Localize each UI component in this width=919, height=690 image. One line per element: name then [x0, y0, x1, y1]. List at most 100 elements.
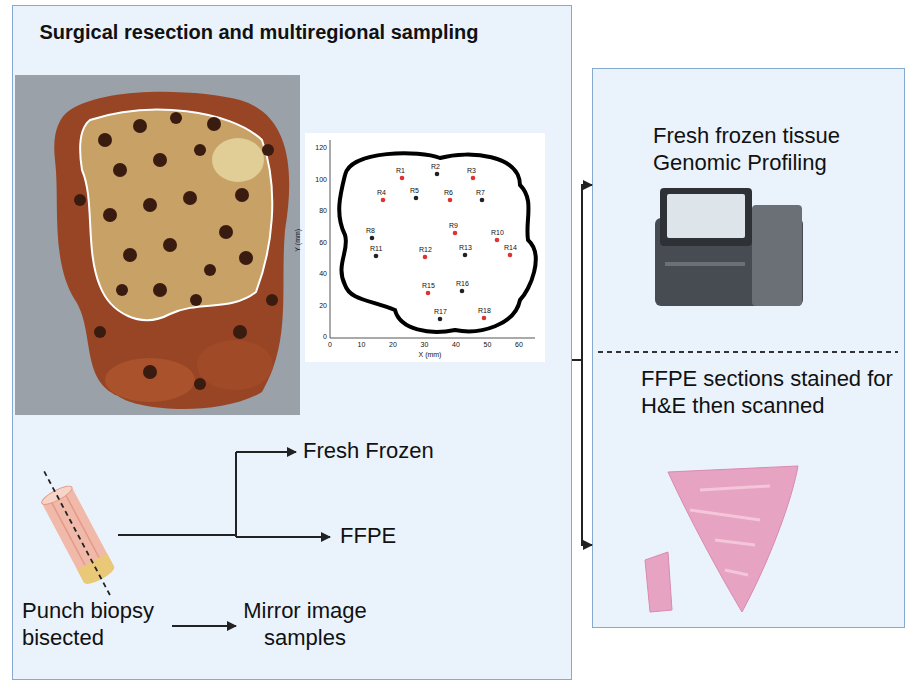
axis-tick: 20	[383, 341, 403, 350]
axis-tick: 30	[415, 341, 435, 350]
sample-dot	[448, 198, 453, 203]
sequencer-top	[660, 188, 752, 246]
sample-id: R1	[396, 167, 416, 176]
sample-id: R5	[410, 187, 430, 196]
axis-title: Y (mm)	[294, 220, 303, 260]
sample-dot	[374, 254, 379, 259]
axis-tick: 20	[311, 302, 327, 311]
sample-dot	[381, 198, 386, 203]
sample-dot	[482, 316, 487, 321]
specimen-nodule	[105, 358, 195, 402]
step-text: Fresh frozen tissue Genomic Profiling	[653, 123, 885, 177]
sequencer-screen	[667, 194, 745, 238]
tumor-region	[80, 110, 272, 320]
bracket-connector	[572, 185, 592, 360]
punch-hole	[74, 194, 86, 206]
core-body	[42, 487, 114, 582]
sample-id: R12	[419, 246, 439, 255]
punch-hole	[233, 325, 247, 339]
punch-hole	[204, 264, 216, 276]
sample-id: R13	[459, 244, 479, 253]
sample-id: R8	[366, 227, 386, 236]
photo-background	[15, 75, 300, 415]
sample-id: R4	[377, 189, 397, 198]
sample-id: R9	[449, 222, 469, 231]
core-bottom	[82, 562, 117, 587]
punch-hole	[153, 153, 167, 167]
axis-tick: 60	[509, 341, 529, 350]
punch-hole	[262, 144, 274, 156]
branch-label: FFPE	[340, 523, 430, 550]
sample-id: R11	[370, 245, 390, 254]
punch-hole	[183, 191, 197, 205]
axis-tick: 0	[320, 341, 340, 350]
he-tissue-section	[668, 466, 798, 612]
sample-dot	[435, 172, 440, 177]
sample-id: R14	[504, 244, 524, 253]
sequencer-side	[752, 205, 802, 306]
punch-hole	[207, 117, 221, 131]
branch-line	[118, 452, 236, 537]
sample-dot	[423, 255, 428, 260]
axis-title: X (mm)	[410, 351, 450, 360]
branch-arrow	[236, 451, 296, 453]
sample-dot	[495, 238, 500, 243]
punch-hole	[194, 144, 206, 156]
plot-background	[305, 133, 545, 362]
sample-id: R3	[467, 167, 487, 176]
sample-dot	[426, 291, 431, 296]
punch-hole	[143, 198, 157, 212]
specimen-nodule	[197, 340, 273, 390]
punch-hole	[239, 251, 253, 265]
branch-label: Fresh Frozen	[303, 438, 473, 465]
axis-tick: 10	[352, 341, 372, 350]
step-label: Punch biopsy bisected	[22, 598, 172, 652]
punch-hole	[133, 119, 147, 133]
sample-id: R18	[478, 307, 498, 316]
punch-hole	[163, 238, 177, 252]
sequencer-body	[655, 218, 803, 306]
sequencer-slot	[665, 262, 745, 266]
process-arrow	[172, 625, 236, 627]
punch-hole	[94, 326, 106, 338]
panel-heading: Surgical resection and multiregional sam…	[39, 20, 479, 44]
punch-hole	[219, 225, 233, 239]
axis-tick: 40	[446, 341, 466, 350]
step-text: FFPE sections stained for H&E then scann…	[641, 366, 903, 420]
he-tissue-fragment	[645, 552, 672, 612]
sample-dot	[508, 253, 513, 258]
punch-hole	[103, 208, 117, 222]
punch-hole	[123, 248, 137, 262]
punch-hole	[98, 133, 112, 147]
panel-box: Fresh frozen tissue Genomic ProfilingFFP…	[592, 68, 905, 628]
punch-hole	[190, 294, 202, 306]
core-top	[40, 483, 75, 508]
punch-hole	[116, 284, 128, 296]
punch-hole	[170, 112, 182, 124]
sample-dot	[438, 317, 443, 322]
sample-dot	[400, 176, 405, 181]
punch-hole	[235, 188, 249, 202]
punch-hole	[113, 163, 127, 177]
core-stripe	[50, 499, 85, 565]
bisect-line	[44, 471, 112, 598]
axis-tick: 50	[478, 341, 498, 350]
sample-dots	[370, 172, 513, 322]
sample-id: R16	[456, 280, 476, 289]
sample-dot	[370, 236, 375, 241]
punch-biopsy-core	[29, 463, 127, 606]
sample-dot	[414, 196, 419, 201]
sample-id: R7	[476, 189, 496, 198]
axis-tick: 100	[311, 176, 327, 185]
sample-dot	[453, 231, 458, 236]
axis-tick: 60	[311, 239, 327, 248]
sample-dot	[480, 198, 485, 203]
sample-id: R6	[444, 189, 464, 198]
he-texture	[690, 486, 770, 575]
step-label: Mirror image samples	[235, 598, 375, 652]
bracket-branch	[582, 360, 592, 545]
tumor-highlight	[212, 138, 264, 182]
axis-tick: 40	[311, 270, 327, 279]
